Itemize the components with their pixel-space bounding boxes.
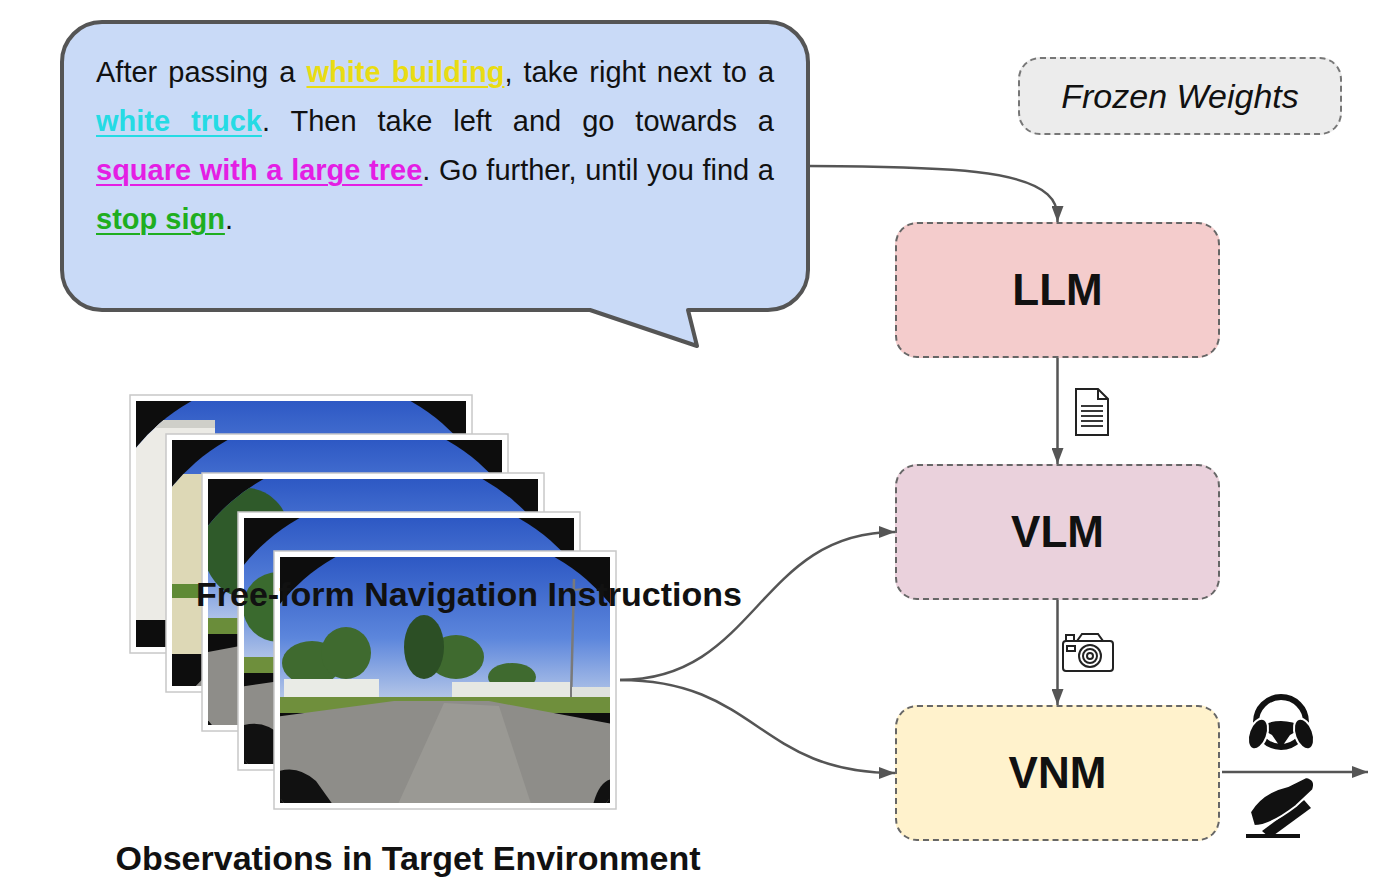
bubble-outline xyxy=(62,22,808,346)
text-body: Frozen Weights xyxy=(1061,77,1298,116)
document-icon xyxy=(1081,425,1103,427)
camera-icon xyxy=(1067,646,1075,651)
document-icon xyxy=(1081,410,1103,412)
text-body: After passing a white building, take rig… xyxy=(96,48,774,244)
camera-icon xyxy=(1083,649,1097,663)
document-icon xyxy=(1098,389,1108,399)
landmark-phrase: stop sign xyxy=(96,203,225,235)
instruction-text: . Then take left and go towards a xyxy=(262,105,774,137)
document-icon xyxy=(1076,389,1108,435)
pedal-icon xyxy=(1246,777,1314,838)
document-icon xyxy=(1081,406,1103,426)
camera-frame xyxy=(280,769,336,803)
camera-icon xyxy=(1077,634,1103,641)
output-arrow xyxy=(1222,772,1368,773)
instruction-text: , take right next to a xyxy=(504,56,774,88)
camera-frame xyxy=(136,420,215,428)
camera-icon xyxy=(1063,634,1113,671)
box-label: VLM xyxy=(1011,507,1104,556)
box-label: LLM xyxy=(1012,265,1102,314)
connector-arrow xyxy=(1056,358,1059,464)
camera-frame xyxy=(592,779,610,803)
model-box: VLM xyxy=(895,464,1220,600)
box-label: VNM xyxy=(1009,748,1107,797)
observation-stack: Observations in Target Environment xyxy=(128,393,620,812)
speech-bubble: After passing a white building, take rig… xyxy=(62,22,808,310)
text-body: LLM xyxy=(1012,265,1102,315)
box-label: Frozen Weights xyxy=(1061,77,1298,115)
connector-arrow xyxy=(620,680,895,773)
model-box: LLM xyxy=(895,222,1220,358)
instruction-text: . Go further, until you find a xyxy=(422,154,774,186)
instruction-text: After passing a xyxy=(96,56,306,88)
figure-caption: Free-form Navigation Instructions xyxy=(96,574,842,614)
landmark-phrase: white truck xyxy=(96,105,262,137)
camera-icon xyxy=(1063,641,1113,671)
output-arrow xyxy=(1222,771,1368,774)
camera-frame xyxy=(394,703,534,803)
legend-box: Frozen Weights xyxy=(1018,57,1342,135)
camera-frame xyxy=(404,615,444,679)
document-icon xyxy=(1081,415,1103,417)
connector-arrow xyxy=(1056,600,1059,705)
text-body: VLM xyxy=(1011,507,1104,557)
instruction-text: . xyxy=(225,203,233,235)
figure-caption: Observations in Target Environment xyxy=(58,838,758,878)
pedal-icon xyxy=(1250,777,1314,826)
model-box: VNM xyxy=(895,705,1220,841)
document-icon xyxy=(1081,405,1103,407)
camera-frame xyxy=(280,701,610,803)
steering-wheel-icon xyxy=(1244,697,1318,752)
camera-icon xyxy=(1079,645,1101,667)
document-icon xyxy=(1081,420,1103,422)
text-body: VNM xyxy=(1009,748,1107,798)
camera-icon xyxy=(1087,653,1093,659)
document-icon xyxy=(1076,389,1108,435)
camera-frame xyxy=(284,679,379,699)
connector-arrow xyxy=(808,166,1058,222)
landmark-phrase: square with a large tree xyxy=(96,154,422,186)
camera-frame xyxy=(321,627,371,679)
steering-wheel-icon xyxy=(1244,716,1272,752)
landmark-phrase: white building xyxy=(306,56,504,88)
steering-wheel-icon xyxy=(1290,716,1318,752)
